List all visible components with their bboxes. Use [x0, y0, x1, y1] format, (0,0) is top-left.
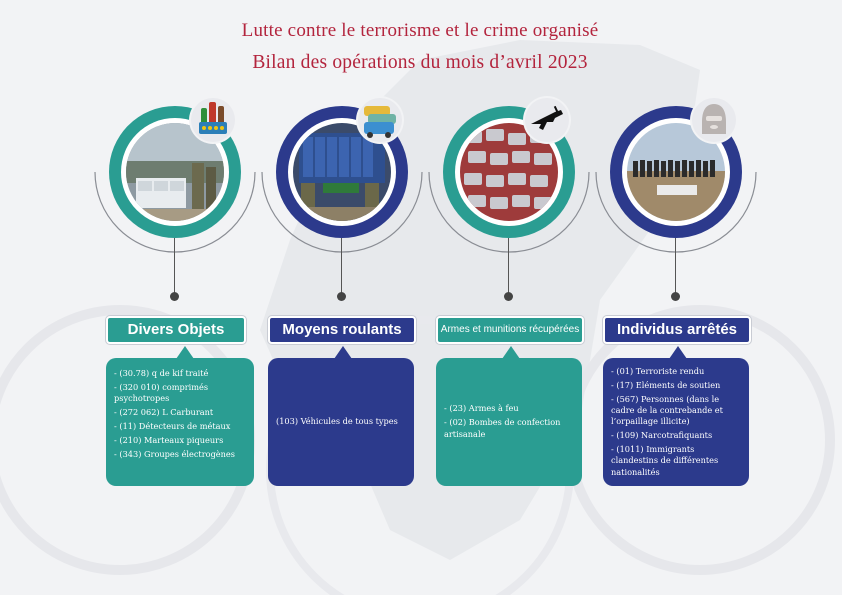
- card-moyens-roulants: (103) Véhicules de tous types: [268, 346, 414, 486]
- card-individus-arretes: - (01) Terroriste rendu - (17) Eléments …: [603, 346, 749, 486]
- header-divers-objets: Divers Objets: [106, 316, 246, 344]
- list-item: - (30.78) q de kif traité: [114, 368, 209, 378]
- list-item: (103) Véhicules de tous types: [276, 415, 398, 426]
- decorative-arc: [595, 171, 757, 253]
- list-item: - (320 010) comprimés psychotropes: [114, 382, 209, 404]
- list-item: - (567) Personnes (dans le cadre de la c…: [611, 394, 723, 427]
- list-item: - (210) Marteaux piqueurs: [114, 435, 224, 446]
- list-item: - (23) Armes à feu: [444, 403, 519, 414]
- list-item: - (01) Terroriste rendu: [611, 366, 705, 376]
- column-moyens-roulants: [261, 0, 423, 595]
- page-subtitle: Bilan des opérations du mois d’avril 202…: [252, 52, 588, 73]
- list-item: - (109) Narcotrafiquants: [611, 430, 713, 441]
- balaclava-icon: [692, 98, 736, 142]
- vehicles-icon: [358, 98, 402, 142]
- connector-dot: [170, 292, 179, 301]
- column-armes-munitions: [428, 0, 590, 595]
- photo-ring: [276, 106, 408, 238]
- decorative-arc: [94, 171, 256, 253]
- list-item: - (343) Groupes électrogènes: [114, 449, 235, 460]
- list-item: - (17) Eléments de soutien: [611, 380, 721, 391]
- rifle-icon: [525, 98, 569, 142]
- column-divers-objets: [94, 0, 256, 595]
- list-item: - (272 062) L Carburant: [114, 407, 214, 418]
- seized-vehicles-photo: [293, 123, 391, 221]
- connector-dot: [671, 292, 680, 301]
- connector-dot: [504, 292, 513, 301]
- bottles-pills-icon: [191, 98, 235, 142]
- list-item: - (02) Bombes de confection artisanale: [444, 417, 561, 439]
- list-item: - (11) Détecteurs de métaux: [114, 421, 231, 432]
- connector-dot: [337, 292, 346, 301]
- decorative-arc: [261, 171, 423, 253]
- decorative-arc: [428, 171, 590, 253]
- card-armes-munitions: - (23) Armes à feu - (02) Bombes de conf…: [436, 346, 582, 486]
- page-title: Lutte contre le terrorisme et le crime o…: [241, 20, 599, 41]
- header-armes-munitions: Armes et munitions récupérées: [436, 316, 584, 344]
- card-divers-objets: - (30.78) q de kif traité - (320 010) co…: [106, 346, 254, 486]
- header-individus-arretes: Individus arrêtés: [603, 316, 751, 344]
- column-individus-arretes: [595, 0, 757, 595]
- header-moyens-roulants: Moyens roulants: [268, 316, 416, 344]
- list-item: - (1011) Immigrants clandestins de diffé…: [611, 444, 719, 477]
